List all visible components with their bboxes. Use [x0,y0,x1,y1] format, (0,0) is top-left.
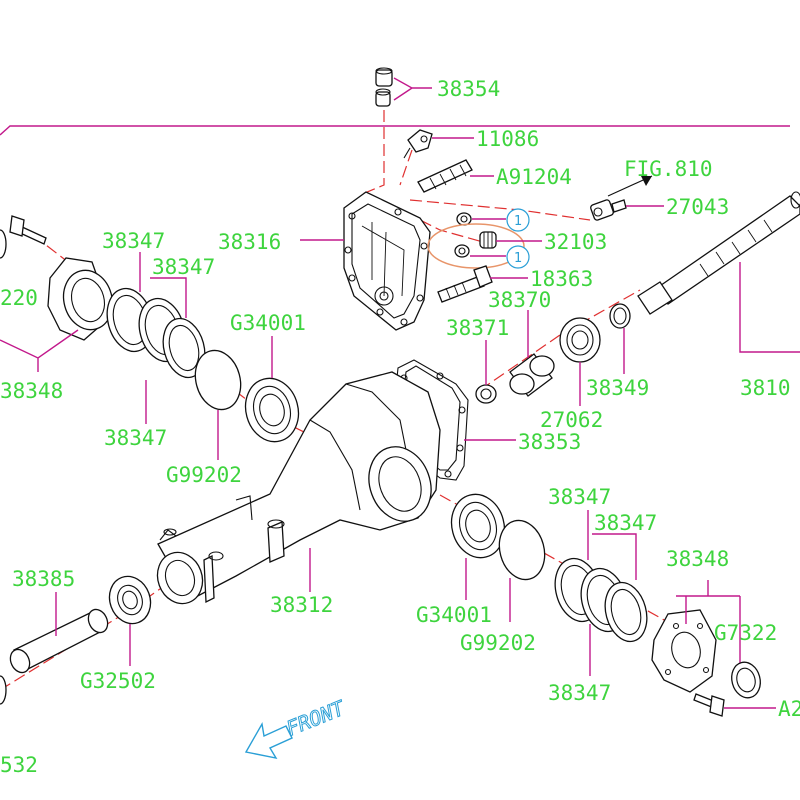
label-G34001-right: G34001 [416,603,492,627]
label-38349: 38349 [586,376,649,400]
label-38385: 38385 [12,567,75,591]
label-220: 220 [0,286,38,310]
part-G99202-right [498,519,546,581]
part-38349-oring [609,303,631,329]
part-A2-bolt [693,693,725,717]
label-38347-d: 38347 [548,485,611,509]
label-38348-right: 38348 [666,547,729,571]
part-38347-shim-right-3 [604,581,648,643]
label-38353: 38353 [518,430,581,454]
leader-38354 [393,77,432,101]
label-38347-c: 38347 [104,426,167,450]
fig810-arrowhead [641,176,652,186]
part-G34001-right-bearing [450,493,506,559]
axis-top-stud [359,110,385,196]
label-27043: 27043 [666,195,729,219]
callout-1-upper-text: 1 [514,214,522,229]
label-11086: 11086 [476,127,539,151]
label-3810x: 3810 [740,376,791,400]
label-18363: 18363 [530,267,593,291]
axis-right-flange [439,494,701,641]
part-11086 [403,129,433,159]
part-washer-lower [454,244,470,258]
callout-1-lower [506,245,530,269]
leader-38347-b [150,277,187,318]
label-38347-e: 38347 [594,511,657,535]
label-A2: A2 [778,697,800,721]
label-38347-b: 38347 [152,255,215,279]
label-38370: 38370 [488,288,551,312]
part-38354 [375,67,393,107]
label-G34001-left: G34001 [230,311,306,335]
part-38385-spacer-tube [9,608,109,674]
part-G7322-seal [731,661,761,699]
part-18363-bolt [437,265,493,303]
label-38348-left: 38348 [0,379,63,403]
leader-38348-left [0,329,79,372]
frame-leader-top [0,125,790,136]
part-3810x-pinion-shaft [637,191,800,315]
part-38347-shim-left-3 [162,317,206,379]
part-G34001-left-bearing [244,377,300,443]
frame-leader-right [739,262,800,353]
label-532: 532 [0,753,38,777]
part-27043 [590,199,627,221]
label-38312: 38312 [270,593,333,617]
label-38347-f: 38347 [548,681,611,705]
label-G32502: G32502 [80,669,156,693]
label-38316: 38316 [218,230,281,254]
callout-1-upper [506,208,530,232]
part-washer-upper [456,212,472,226]
label-G7322: G7322 [714,621,777,645]
label-38371: 38371 [446,316,509,340]
front-label: FRONT [283,695,350,741]
part-A91204 [417,159,473,193]
label-A91204: A91204 [496,165,572,189]
label-fig810: FIG.810 [624,157,713,181]
part-G32502-bearing [108,575,152,625]
part-38348-left-flange [47,257,114,341]
part-32103-plug [479,231,497,249]
part-38348-right-flange [651,609,717,693]
part-38371-washer [475,384,497,404]
axis-cover-2 [409,199,591,221]
highlight-ring-32103 [427,223,525,269]
label-G99202-right: G99202 [460,631,536,655]
part-27062-bearing [559,317,601,363]
part-lower-left-edge [0,675,7,705]
label-38347-a: 38347 [102,229,165,253]
part-38316-rear-cover [343,191,431,331]
part-38312-carrier-housing [156,371,441,605]
part-G99202-left [194,349,242,411]
label-27062: 27062 [540,408,603,432]
axis-11086 [399,149,413,186]
label-G99202-left: G99202 [166,463,242,487]
part-left-edge-ring [0,229,7,259]
callout-1-lower-text: 1 [514,251,522,266]
leader-38347-e [592,533,637,580]
label-32103: 32103 [544,230,607,254]
front-direction-arrow: FRONT [244,695,350,759]
part-left-bolt [9,215,47,245]
leader-38348-right [676,580,741,664]
axis-pinion [479,289,641,391]
part-38370-spacer [509,353,555,397]
label-38354: 38354 [437,77,500,101]
